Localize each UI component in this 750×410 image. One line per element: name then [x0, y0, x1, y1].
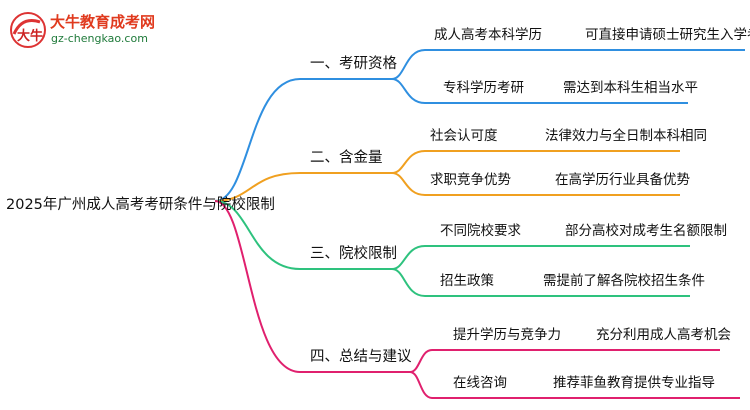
branch-4-connector: [214, 200, 740, 399]
branch-1-label: 一、考研资格: [310, 56, 397, 72]
leaf-1-1-detail: 可直接申请硕士研究生入学考试: [585, 27, 750, 43]
branch-1-connector: [214, 49, 745, 202]
branch-2-connector: [214, 150, 680, 202]
leaf-1-1-topic: 成人高考本科学历: [434, 27, 542, 43]
leaf-1-2-detail: 需达到本科生相当水平: [563, 80, 698, 96]
leaf-2-1-detail: 法律效力与全日制本科相同: [545, 128, 707, 144]
leaf-4-2-topic: 在线咨询: [453, 375, 507, 391]
leaf-2-1-topic: 社会认可度: [430, 128, 498, 144]
leaf-4-1-detail: 充分利用成人高考机会: [596, 327, 731, 343]
leaf-3-2-topic: 招生政策: [440, 273, 494, 289]
leaf-3-1-detail: 部分高校对成考生名额限制: [565, 223, 727, 239]
leaf-3-1-topic: 不同院校要求: [440, 223, 521, 239]
leaf-4-2-detail: 推荐菲鱼教育提供专业指导: [553, 375, 715, 391]
logo-emblem-icon: 大牛: [10, 12, 46, 48]
branch-2-label: 二、含金量: [310, 150, 383, 166]
leaf-2-2-topic: 求职竞争优势: [430, 172, 511, 188]
logo-name: 大牛教育成考网: [50, 13, 156, 31]
leaf-2-2-detail: 在高学历行业具备优势: [555, 172, 690, 188]
branch-3-label: 三、院校限制: [310, 246, 397, 262]
logo-url: gz-chengkao.com: [51, 32, 148, 45]
leaf-1-2-topic: 专科学历考研: [443, 80, 524, 96]
root-node: 2025年广州成人高考考研条件与院校限制: [6, 197, 275, 213]
branch-4-label: 四、总结与建议: [310, 349, 412, 365]
leaf-3-2-detail: 需提前了解各院校招生条件: [543, 273, 705, 289]
branch-3-connector: [214, 200, 690, 297]
leaf-4-1-topic: 提升学历与竞争力: [453, 327, 561, 343]
site-logo[interactable]: 大牛教育成考网 gz-chengkao.com: [6, 6, 186, 50]
svg-text:大牛: 大牛: [17, 28, 43, 44]
